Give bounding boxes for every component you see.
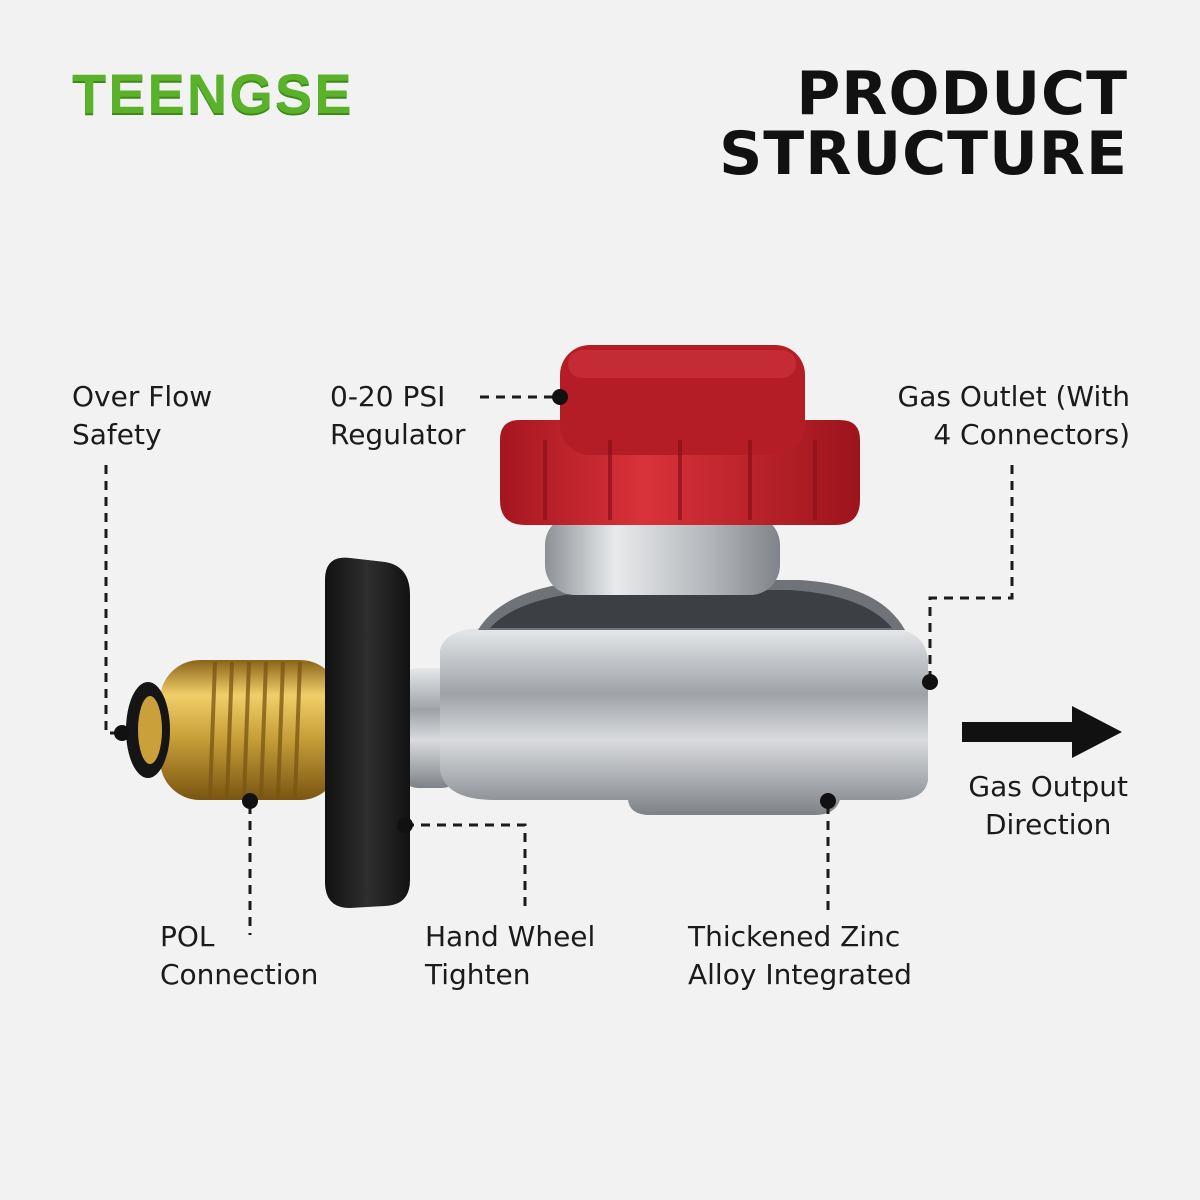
label-gas-outlet-line1: Gas Outlet (With bbox=[897, 380, 1131, 413]
label-gas-output-direction: Gas Output Direction bbox=[968, 768, 1128, 844]
label-zinc-alloy: Thickened Zinc Alloy Integrated bbox=[688, 918, 912, 994]
label-pol-connection-line2: Connection bbox=[160, 958, 319, 991]
page-title: PRODUCT STRUCTURE bbox=[719, 64, 1128, 184]
label-over-flow-safety-line2: Safety bbox=[72, 418, 162, 451]
label-zinc-alloy-line2: Alloy Integrated bbox=[688, 958, 912, 991]
label-gas-output-direction-line1: Gas Output bbox=[968, 770, 1128, 803]
label-hand-wheel-line2: Tighten bbox=[425, 958, 531, 991]
label-zinc-alloy-line1: Thickened Zinc bbox=[688, 920, 901, 953]
callout-dots bbox=[114, 389, 938, 833]
label-gas-output-direction-line2: Direction bbox=[984, 808, 1112, 841]
hand-wheel bbox=[325, 557, 410, 908]
brand-logo-text: TEENGSE bbox=[72, 62, 354, 125]
label-hand-wheel: Hand Wheel Tighten bbox=[425, 918, 595, 994]
label-regulator: 0-20 PSI Regulator bbox=[330, 378, 466, 454]
brand-logo: TEENGSE bbox=[72, 66, 354, 122]
label-hand-wheel-line1: Hand Wheel bbox=[425, 920, 596, 953]
label-regulator-line1: 0-20 PSI bbox=[330, 380, 446, 413]
label-gas-outlet: Gas Outlet (With 4 Connectors) bbox=[898, 378, 1131, 454]
pol-fitting bbox=[126, 660, 340, 800]
label-pol-connection: POL Connection bbox=[160, 918, 318, 994]
page-title-line1: PRODUCT bbox=[796, 59, 1128, 129]
gas-output-arrow bbox=[962, 706, 1122, 758]
label-over-flow-safety: Over Flow Safety bbox=[72, 378, 212, 454]
page-title-line2: STRUCTURE bbox=[719, 119, 1128, 189]
zinc-alloy-body bbox=[400, 515, 928, 815]
regulator-knob bbox=[500, 345, 860, 525]
label-over-flow-safety-line1: Over Flow bbox=[72, 380, 213, 413]
label-gas-outlet-line2: 4 Connectors) bbox=[933, 418, 1130, 451]
label-pol-connection-line1: POL bbox=[160, 920, 215, 953]
label-regulator-line2: Regulator bbox=[330, 418, 466, 451]
